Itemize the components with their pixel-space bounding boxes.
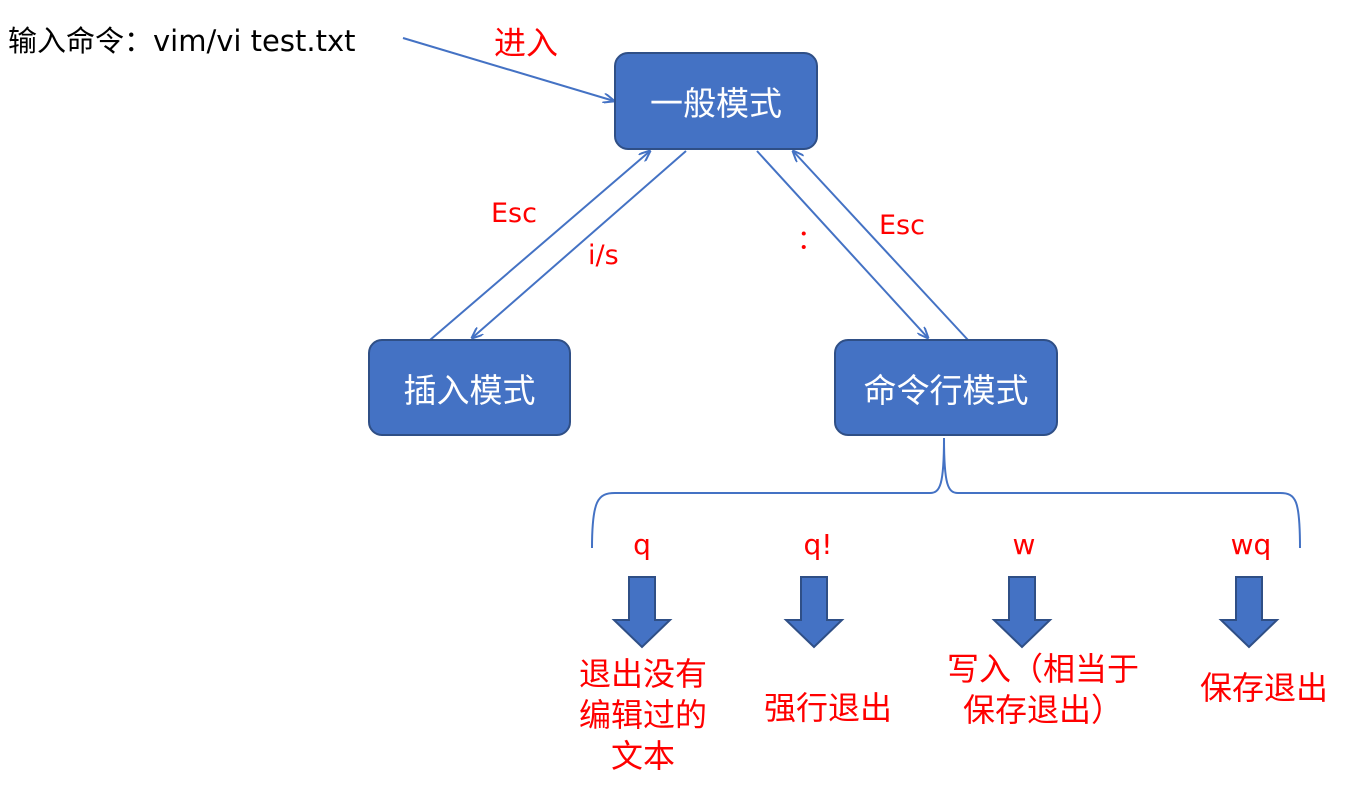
insert-mode-node: 插入模式 — [368, 339, 571, 436]
normal-to-insert-arrow — [472, 150, 687, 338]
command-brace — [591, 437, 1301, 549]
normal-mode-label: 一般模式 — [650, 84, 782, 123]
command-desc-q: 退出没有编辑过的文本 — [578, 655, 707, 775]
command-mode-label: 命令行模式 — [863, 370, 1029, 410]
normal-mode-node: 一般模式 — [614, 52, 818, 150]
command-key-q: q — [633, 528, 651, 561]
command-key-w: w — [1012, 528, 1036, 561]
command-key-wq: wq — [1230, 528, 1272, 561]
command-desc-wq: 保存退出 — [1199, 669, 1328, 707]
command-desc-w: 写入（相当于保存退出） — [946, 650, 1139, 729]
down-arrow-w — [991, 576, 1053, 649]
edge-label-insert-to-normal: Esc — [491, 198, 537, 229]
edge-label-command-to-normal: Esc — [879, 210, 925, 241]
entry-arrow — [402, 37, 614, 101]
normal-to-command-arrow — [756, 150, 928, 338]
intro-command-label: 输入命令：vim/vi test.txt — [8, 24, 356, 58]
enter-label: 进入 — [494, 24, 559, 62]
edge-label-normal-to-command: ： — [797, 225, 824, 256]
down-arrow-q — [611, 576, 673, 649]
command-to-normal-arrow — [793, 151, 969, 341]
command-mode-node: 命令行模式 — [834, 339, 1058, 436]
down-arrow-wq — [1218, 576, 1280, 649]
down-arrow-q-force — [783, 576, 845, 649]
command-desc-q-force: 强行退出 — [763, 689, 892, 727]
command-key-q-force: q! — [803, 528, 833, 561]
insert-mode-label: 插入模式 — [403, 370, 536, 410]
edge-label-normal-to-insert: i/s — [588, 240, 619, 271]
insert-to-normal-arrow — [429, 151, 650, 341]
